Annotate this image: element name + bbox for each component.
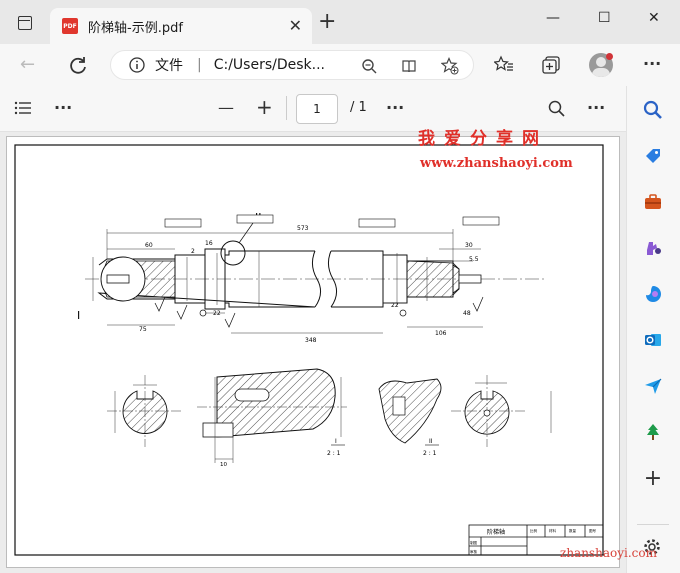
drawing-frame: [14, 144, 604, 556]
dim-573: 573: [297, 225, 309, 232]
detail-i-label: I: [77, 309, 80, 322]
engineering-drawing: II I 573 348 106 75 60 30: [14, 144, 604, 556]
watermark-chinese: 我爱分享网: [418, 129, 548, 149]
detail-ii-circle: [220, 240, 246, 266]
pdf-toolbar: ··· — + 1 / 1 ··· ···: [0, 86, 626, 132]
profile-notification-dot: [606, 53, 613, 60]
settings-more-icon[interactable]: ···: [643, 54, 662, 73]
maximize-button[interactable]: ☐: [598, 10, 611, 26]
title-bar: PDF 阶梯轴-示例.pdf ✕ + — ☐ ✕: [0, 0, 680, 44]
page-number-input[interactable]: 1: [296, 94, 338, 124]
dim-75: 75: [139, 326, 147, 333]
sidebar-divider: [637, 524, 669, 525]
watermark-url: www.zhanshaoyi.com: [420, 156, 573, 171]
tab-actions-icon[interactable]: [18, 16, 32, 30]
back-arrow-icon[interactable]: ←: [20, 54, 36, 75]
dim-30: 30: [465, 242, 473, 249]
collections-icon[interactable]: [541, 55, 561, 75]
add-favorite-icon[interactable]: [441, 57, 459, 75]
pdf-page: II I 573 348 106 75 60 30: [6, 136, 620, 568]
section-view-right: [451, 375, 552, 447]
dim-60: 60: [145, 242, 153, 249]
diameter-marks: [186, 251, 428, 307]
address-toolbar: ← 文件 | C:/Users/Desk...: [0, 44, 680, 86]
minimize-button[interactable]: —: [546, 10, 560, 26]
tab-close-icon[interactable]: ✕: [288, 16, 302, 35]
sidebar-tree-icon[interactable]: [641, 420, 665, 444]
address-field[interactable]: 文件 | C:/Users/Desk...: [110, 50, 474, 80]
title-block-col4: 图号: [589, 528, 597, 533]
watermark-bottom: zhanshaoyi.com: [560, 546, 657, 560]
detail-view-ii: 10 I 2 : 1: [197, 368, 347, 468]
section-view-left: [107, 375, 183, 447]
sidebar-send-icon[interactable]: [641, 374, 665, 398]
toolbar-divider: [286, 96, 287, 120]
close-window-button[interactable]: ✕: [648, 10, 660, 26]
title-block-col1: 比例: [530, 528, 538, 533]
refresh-icon[interactable]: [68, 56, 88, 76]
zoom-out-button[interactable]: —: [218, 98, 234, 117]
address-url[interactable]: C:/Users/Desk...: [213, 57, 325, 73]
sidebar-settings-gear-icon[interactable]: [643, 538, 661, 556]
sidebar-copilot-icon[interactable]: [641, 282, 665, 306]
scale-label-2: 2 : 1: [423, 450, 437, 457]
section-label-2: II: [429, 438, 433, 445]
dim-22-right: 22: [391, 302, 399, 309]
zoom-magnifier-icon[interactable]: [361, 58, 377, 74]
sidebar-games-icon[interactable]: [641, 236, 665, 260]
pdf-more-center-icon[interactable]: ···: [386, 98, 405, 117]
right-hatch: [406, 260, 460, 298]
dim-22-left: 22: [213, 310, 221, 317]
dim-16: 16: [205, 240, 213, 247]
dimension-lines: [92, 229, 483, 334]
dim-5-5: 5.5: [469, 256, 479, 263]
immersive-reader-icon[interactable]: [401, 58, 417, 74]
scale-label-1: 2 : 1: [327, 450, 341, 457]
sidebar-tools-icon[interactable]: [641, 190, 665, 214]
dim-10: 10: [220, 462, 227, 468]
sidebar-shopping-icon[interactable]: [641, 144, 665, 168]
title-block: [468, 524, 604, 556]
title-block-col2: 材料: [549, 528, 557, 533]
pdf-more-right-icon[interactable]: ···: [587, 98, 606, 117]
info-icon[interactable]: [129, 57, 145, 73]
title-block-row2: 制图: [470, 540, 478, 545]
pdf-viewer[interactable]: II I 573 348 106 75 60 30: [0, 132, 626, 573]
contents-list-icon[interactable]: [14, 101, 32, 115]
sidebar-search-icon[interactable]: [641, 98, 665, 122]
title-block-col3: 数量: [569, 528, 577, 533]
sidebar-add-icon[interactable]: +: [643, 465, 663, 491]
page-total: / 1: [350, 100, 367, 115]
file-label: 文件: [155, 58, 183, 74]
pdf-more-left-icon[interactable]: ···: [54, 98, 73, 117]
zoom-in-button[interactable]: +: [256, 95, 273, 119]
title-block-row3: 审核: [470, 549, 478, 554]
detail-view-keyway: II 2 : 1: [378, 378, 442, 457]
dim-48: 48: [463, 310, 471, 317]
dim-106: 106: [435, 330, 447, 337]
tolerance-frames: [164, 214, 500, 228]
pdf-file-icon: PDF: [62, 18, 78, 34]
new-tab-button[interactable]: +: [318, 9, 337, 34]
sidebar-outlook-icon[interactable]: [641, 328, 665, 352]
favorites-icon[interactable]: [494, 55, 514, 75]
roughness-symbols: [154, 296, 484, 328]
drawing-title: 阶梯轴: [487, 528, 505, 536]
address-separator: |: [197, 57, 202, 73]
edge-sidebar: +: [626, 86, 680, 573]
find-search-icon[interactable]: [548, 100, 566, 118]
tab-pdf[interactable]: PDF 阶梯轴-示例.pdf ✕: [50, 8, 312, 44]
dim-2: 2: [191, 248, 195, 255]
dim-348: 348: [305, 337, 317, 344]
tab-title: 阶梯轴-示例.pdf: [88, 20, 183, 36]
section-label-1: I: [335, 438, 337, 445]
